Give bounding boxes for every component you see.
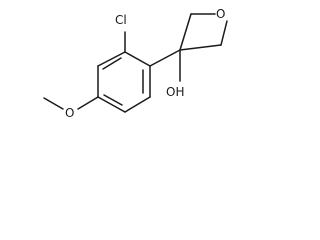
methoxy-oxygen-label: O	[65, 106, 74, 120]
ring-double-bond-inner-2	[102, 57, 122, 70]
oxetane-bond-ch2-right-c3	[179, 44, 222, 51]
ring-bond-c2-c3	[97, 51, 126, 67]
bond-ring-to-oxetane	[149, 49, 181, 67]
hydroxyl-label: OH	[166, 85, 184, 99]
oxetane-bond-o-ch2-right	[220, 20, 228, 46]
chemical-structure-diagram: Cl O O OH	[43, 7, 228, 120]
oxetane-oxygen-label: O	[216, 7, 225, 21]
bond-ring-to-methoxy-oxygen	[77, 96, 99, 110]
structure-canvas: Cl O O OH	[0, 0, 232, 137]
ring-double-bond-inner-3	[103, 94, 123, 106]
ring-bond-c1-c2	[124, 51, 151, 67]
bond-methoxy-oxygen-to-methyl	[43, 97, 64, 110]
ring-bond-c4-c5	[97, 96, 126, 113]
chlorine-atom-label: Cl	[115, 13, 127, 27]
oxetane-bond-c3-ch2-left	[179, 13, 192, 51]
oxetane-ring	[179, 13, 228, 51]
ring-bond-c5-c6	[124, 96, 151, 113]
benzene-ring	[97, 51, 151, 113]
